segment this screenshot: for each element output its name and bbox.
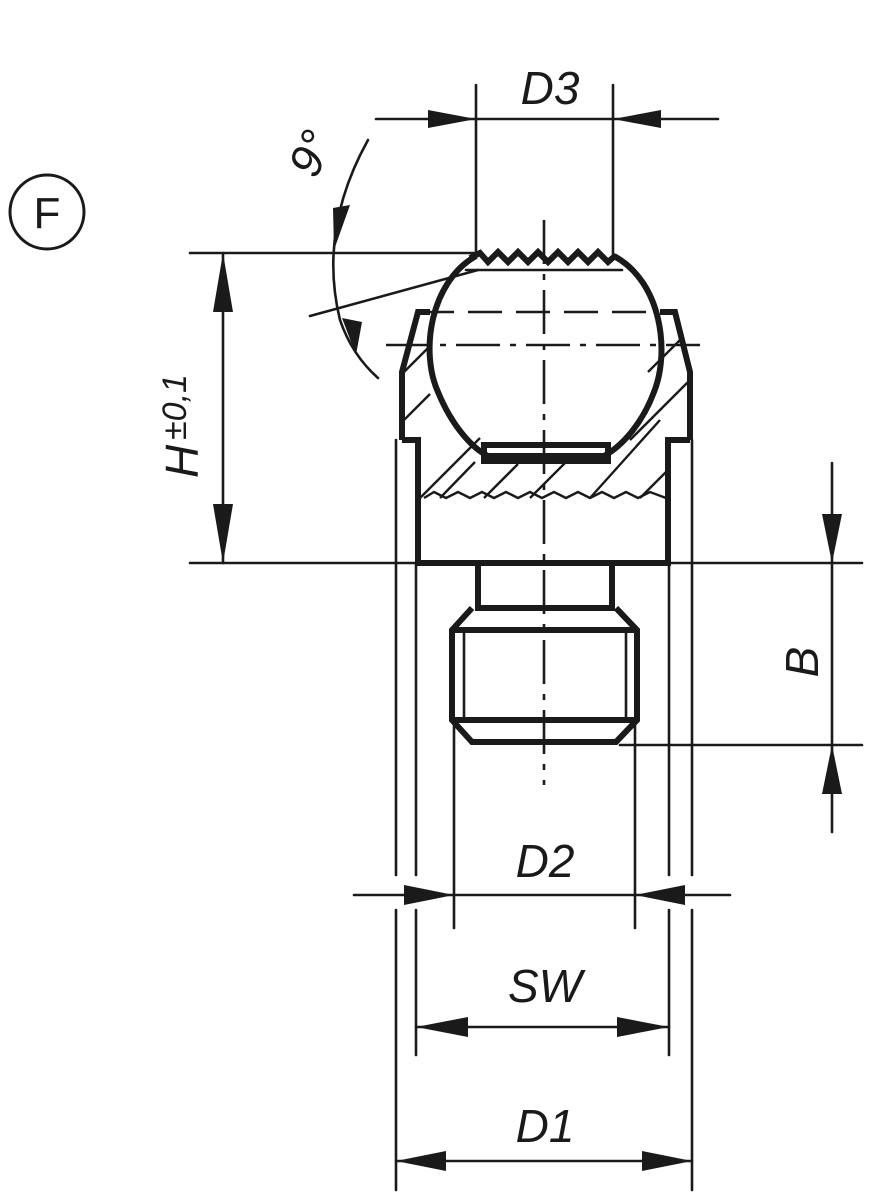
- d2-label: D2: [516, 835, 575, 887]
- b-label: B: [776, 647, 828, 678]
- dimension-b: B: [618, 461, 864, 834]
- dimension-d1: D1: [394, 1100, 694, 1171]
- sw-label: SW: [508, 960, 587, 1012]
- dimension-angle: 9°: [278, 122, 480, 380]
- h-tolerance: ±0,1: [156, 374, 194, 440]
- view-marker-letter: F: [34, 189, 61, 238]
- center-lines: [386, 220, 700, 785]
- extension-lines: [394, 438, 694, 1192]
- d3-label: D3: [521, 62, 580, 114]
- d1-label: D1: [516, 1100, 575, 1152]
- dimension-h: H ±0,1: [156, 251, 476, 565]
- view-marker: F: [8, 173, 86, 251]
- angle-label: 9°: [278, 122, 344, 184]
- section-hatching: [403, 339, 689, 500]
- dimension-sw: SW: [414, 960, 671, 1037]
- dimension-d2: D2: [352, 835, 732, 905]
- h-label: H: [156, 444, 208, 478]
- dimension-d3: D3: [374, 62, 720, 256]
